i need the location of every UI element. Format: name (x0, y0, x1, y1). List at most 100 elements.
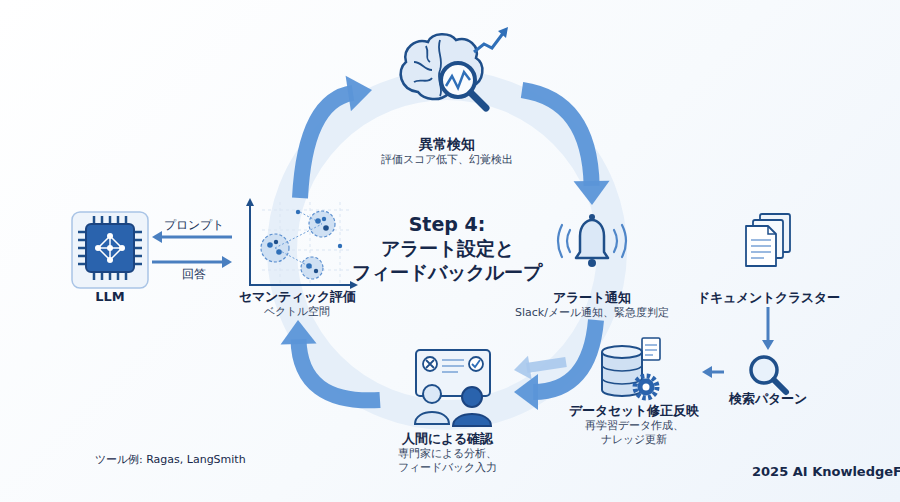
vector-chart-icon (338, 244, 342, 248)
flow-arrow (762, 307, 774, 350)
cycle-arrow (514, 356, 566, 380)
node-title: セマンティック評価 (239, 288, 356, 305)
flow-arrow (702, 366, 724, 378)
arrow-head (574, 181, 610, 205)
vector-chart-icon (246, 198, 358, 289)
vector-chart-icon (314, 269, 318, 273)
database-icon (635, 376, 657, 398)
chip-icon (107, 233, 113, 239)
database-icon (645, 345, 657, 355)
edge-label: プロンプト (164, 217, 224, 234)
arrow-head (514, 356, 532, 380)
chip-icon (72, 212, 148, 288)
bell-icon (589, 214, 595, 220)
review-icon (423, 357, 437, 371)
review-icon (415, 350, 491, 426)
arrow-head (702, 366, 712, 378)
documents-icon (746, 214, 790, 266)
connector-line (767, 307, 770, 342)
arrow-head (152, 231, 162, 243)
node-description: 専門家による分析、 フィードバック入力 (393, 447, 501, 475)
document-cluster-node: ドキュメントクラスター (688, 205, 848, 307)
edge-label: 回答 (182, 266, 206, 283)
search-pattern-node: 検索パターン (724, 350, 812, 410)
dataset-update-node: データセット修正反映再学習データ作成、 ナレッジ更新 (566, 340, 702, 452)
cycle-arrow (522, 90, 610, 205)
node-title: ドキュメントクラスター (697, 289, 840, 306)
flow-arrow (152, 231, 232, 243)
chip-icon (107, 245, 113, 251)
node-description: Slack/メール通知、緊急度判定 (515, 306, 669, 320)
cycle-arrow (300, 76, 372, 198)
tool-note: ツール例: Ragas, LangSmith (95, 452, 246, 467)
cycle-ring (282, 85, 612, 415)
connector-line (160, 236, 232, 239)
connector-line (710, 371, 724, 374)
chip-icon (95, 245, 101, 251)
database-icon (602, 365, 642, 384)
connector-line (298, 339, 380, 400)
brain-icon (471, 93, 486, 108)
vector-chart-icon (322, 217, 326, 221)
connector-line (527, 362, 566, 368)
brain-icon (446, 72, 470, 88)
chip-icon (98, 236, 122, 260)
node-description: ベクトル空間 (264, 305, 330, 319)
node-title: アラート通知 (553, 289, 631, 306)
node-title: LLM (95, 288, 125, 305)
chip-icon (72, 212, 148, 288)
magnifier-icon (751, 357, 786, 392)
cycle-arrow (281, 320, 380, 400)
vector-chart-icon (274, 240, 278, 244)
review-icon (423, 385, 441, 403)
chip-icon (78, 216, 142, 280)
brain-icon (474, 32, 504, 52)
semantic-eval-node: セマンティック評価ベクトル空間 (232, 198, 362, 320)
arrow-head (514, 374, 538, 410)
llm-node: LLM (68, 212, 152, 310)
vector-chart-icon (275, 212, 322, 268)
documents-icon (751, 240, 771, 258)
chip-icon (86, 224, 134, 272)
database-icon (643, 384, 650, 391)
watermark: 2025 AI KnowledgeFlow (752, 464, 900, 479)
database-icon (602, 338, 660, 398)
documents-icon (746, 226, 776, 266)
vector-chart-icon (276, 249, 282, 255)
bell-icon (558, 214, 626, 267)
flow-arrow (152, 256, 232, 268)
node-title: 異常検知 (419, 136, 475, 153)
vector-chart-icon (296, 210, 300, 214)
chip-icon (107, 257, 113, 263)
vector-chart-icon (315, 218, 321, 224)
bell-icon (588, 259, 596, 267)
connector-line (152, 261, 224, 264)
brain-icon (401, 27, 508, 108)
arrow-head (346, 76, 372, 112)
brain-icon (401, 34, 483, 99)
review-icon (453, 414, 491, 426)
vector-chart-icon (262, 202, 350, 284)
anomaly-detection-node: 異常検知評価スコア低下、幻覚検出 (372, 30, 522, 175)
review-icon (415, 412, 449, 424)
connector-line (533, 320, 596, 392)
arrow-head (222, 256, 232, 268)
connector-line (522, 90, 592, 186)
bell-icon (558, 225, 626, 257)
cycle-arrow (514, 320, 596, 410)
brain-icon (414, 40, 441, 96)
vector-chart-icon (246, 198, 254, 206)
review-icon (472, 360, 480, 367)
node-title: 検索パターン (729, 390, 807, 407)
vector-chart-icon (306, 263, 312, 269)
arrow-head (762, 340, 774, 350)
node-title: データセット修正反映 (569, 402, 699, 419)
review-icon (462, 387, 482, 407)
brain-icon (498, 27, 508, 38)
review-icon (426, 360, 434, 368)
magnifier-icon (774, 380, 786, 392)
chip-icon (119, 245, 125, 251)
diagram-title: Step 4: アラート設定と フィードバックループ (340, 212, 554, 284)
bell-icon (576, 220, 608, 258)
